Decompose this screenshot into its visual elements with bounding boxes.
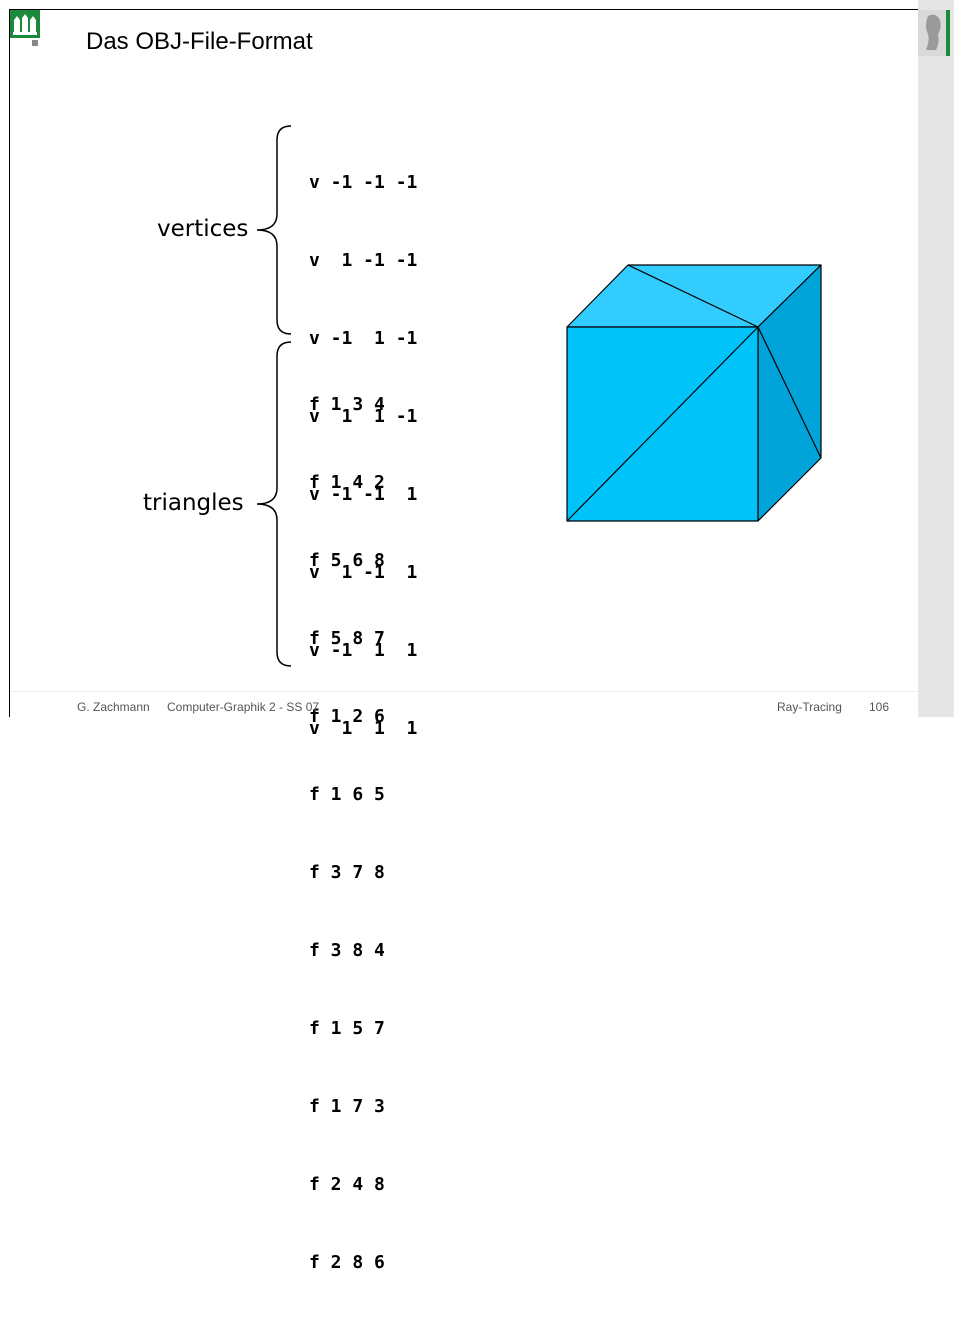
face-line: f 1 2 6 [309, 706, 385, 727]
footer-rule [10, 691, 918, 692]
top-diagonal [627, 264, 759, 328]
vertex-line: v -1 -1 1 [309, 484, 418, 505]
triangles-brace [256, 341, 292, 667]
face-line: f 5 6 8 [309, 550, 385, 571]
triangles-label: triangles [143, 490, 244, 516]
vertex-line: v -1 1 1 [309, 640, 418, 661]
face-line: f 2 4 8 [309, 1174, 385, 1195]
frame-left-line [9, 9, 10, 717]
slide: Das OBJ-File-Format vertices triangles v… [9, 0, 954, 1273]
face-line: f 3 7 8 [309, 862, 385, 883]
slide-title: Das OBJ-File-Format [86, 28, 313, 55]
cube-diagram [566, 264, 822, 522]
vertex-line: v -1 1 -1 [309, 328, 418, 349]
face-line: f 1 7 3 [309, 1096, 385, 1117]
frame-top-line [9, 9, 918, 10]
vertex-line: v 1 -1 1 [309, 562, 418, 583]
face-line: f 5 8 7 [309, 628, 385, 649]
face-line: f 2 8 6 [309, 1252, 385, 1273]
footer-author: G. Zachmann [77, 700, 150, 714]
university-logo-icon [10, 10, 40, 46]
vertex-list: v -1 -1 -1 v 1 -1 -1 v -1 1 -1 v 1 1 -1 … [309, 118, 417, 794]
footer-topic: Ray-Tracing [777, 700, 842, 714]
face-line: f 1 4 2 [309, 472, 385, 493]
vertices-brace [256, 125, 292, 335]
footer-course: Computer-Graphik 2 - SS 07 [167, 700, 320, 714]
footer-page-number: 106 [869, 700, 890, 714]
face-line: f 1 3 4 [309, 394, 385, 415]
portrait-icon [918, 10, 950, 56]
side-diagonal [757, 326, 822, 459]
side-strip [918, 0, 954, 717]
vertex-line: v 1 -1 -1 [309, 250, 418, 271]
face-line: f 1 5 7 [309, 1018, 385, 1039]
vertices-label: vertices [157, 216, 249, 242]
face-line: f 3 8 4 [309, 940, 385, 961]
face-line: f 1 6 5 [309, 784, 385, 805]
vertex-line: v -1 -1 -1 [309, 172, 418, 193]
face-list: f 1 3 4 f 1 4 2 f 5 6 8 f 5 8 7 f 1 2 6 … [309, 340, 385, 1328]
vertex-line: v 1 1 -1 [309, 406, 418, 427]
front-diagonal [566, 326, 759, 522]
